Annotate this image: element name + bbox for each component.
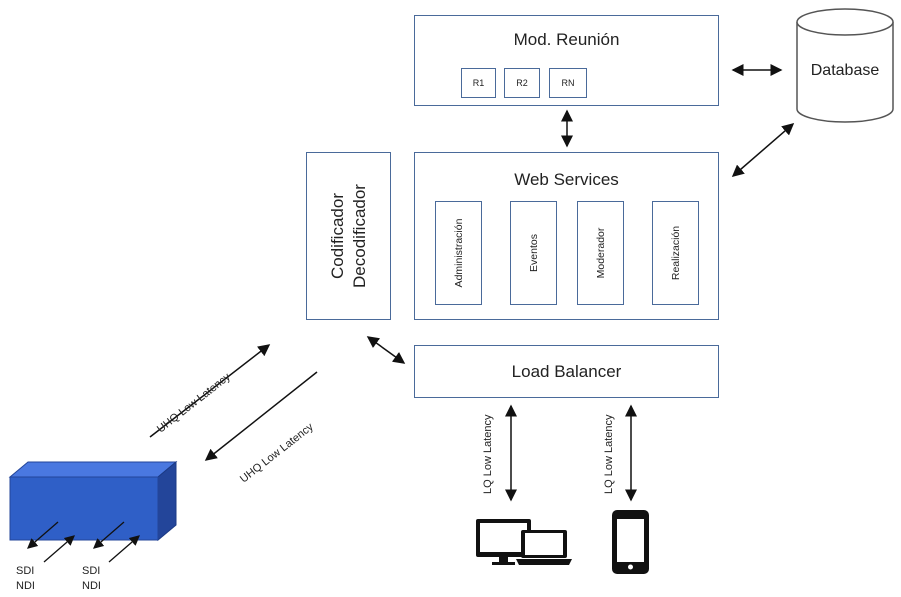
room-r1: R1 [461,68,496,98]
module-label: Moderador [594,227,607,279]
smartphone-icon [612,510,649,574]
module-moderador: Moderador [577,201,624,305]
codec-box: Codificador Decodificador [306,152,391,320]
port-arrow-2-out [93,521,125,549]
module-label: Eventos [527,234,540,272]
video-device-icon [8,460,178,542]
arrow-database-webservices [731,123,795,177]
load-balancer-box: Load Balancer [414,345,719,398]
port-arrow-1-in [43,535,75,563]
room-rn: RN [549,68,587,98]
meeting-module-box: Mod. Reunión R1 R2 RN [414,15,719,106]
load-balancer-label: Load Balancer [511,362,622,381]
lq-mobile-label: LQ Low Latency [603,414,615,495]
database-label: Database [810,62,880,79]
port-2-line1: SDI [82,565,101,577]
database-icon [796,8,894,123]
lq-computer-label: LQ Low Latency [482,414,494,495]
module-eventos: Eventos [510,201,557,305]
port-2-line2: NDI [82,580,101,592]
module-label: Realización [669,225,682,281]
port-arrow-1-out [27,521,59,549]
module-label: Administración [452,218,465,288]
arrow-uhq-up [149,344,271,438]
codec-line2: Decodificador [349,184,369,288]
device-port-1-label: SDI NDI [16,564,35,594]
computer-icon [476,519,572,565]
arrow-uhq-down [204,371,318,461]
port-arrow-2-in [108,535,140,563]
codec-label: Codificador Decodificador [327,184,371,288]
module-administracion: Administración [435,201,482,305]
room-r2: R2 [504,68,540,98]
device-port-2-label: SDI NDI [82,564,101,594]
codec-line1: Codificador [327,193,347,280]
arrow-codec-loadbalancer [366,336,406,364]
port-1-line2: NDI [16,580,35,592]
web-services-box: Web Services Administración Eventos Mode… [414,152,719,320]
meeting-module-title: Mod. Reunión [513,30,620,49]
web-services-title: Web Services [514,170,619,189]
module-realizacion: Realización [652,201,699,305]
port-1-line1: SDI [16,565,35,577]
